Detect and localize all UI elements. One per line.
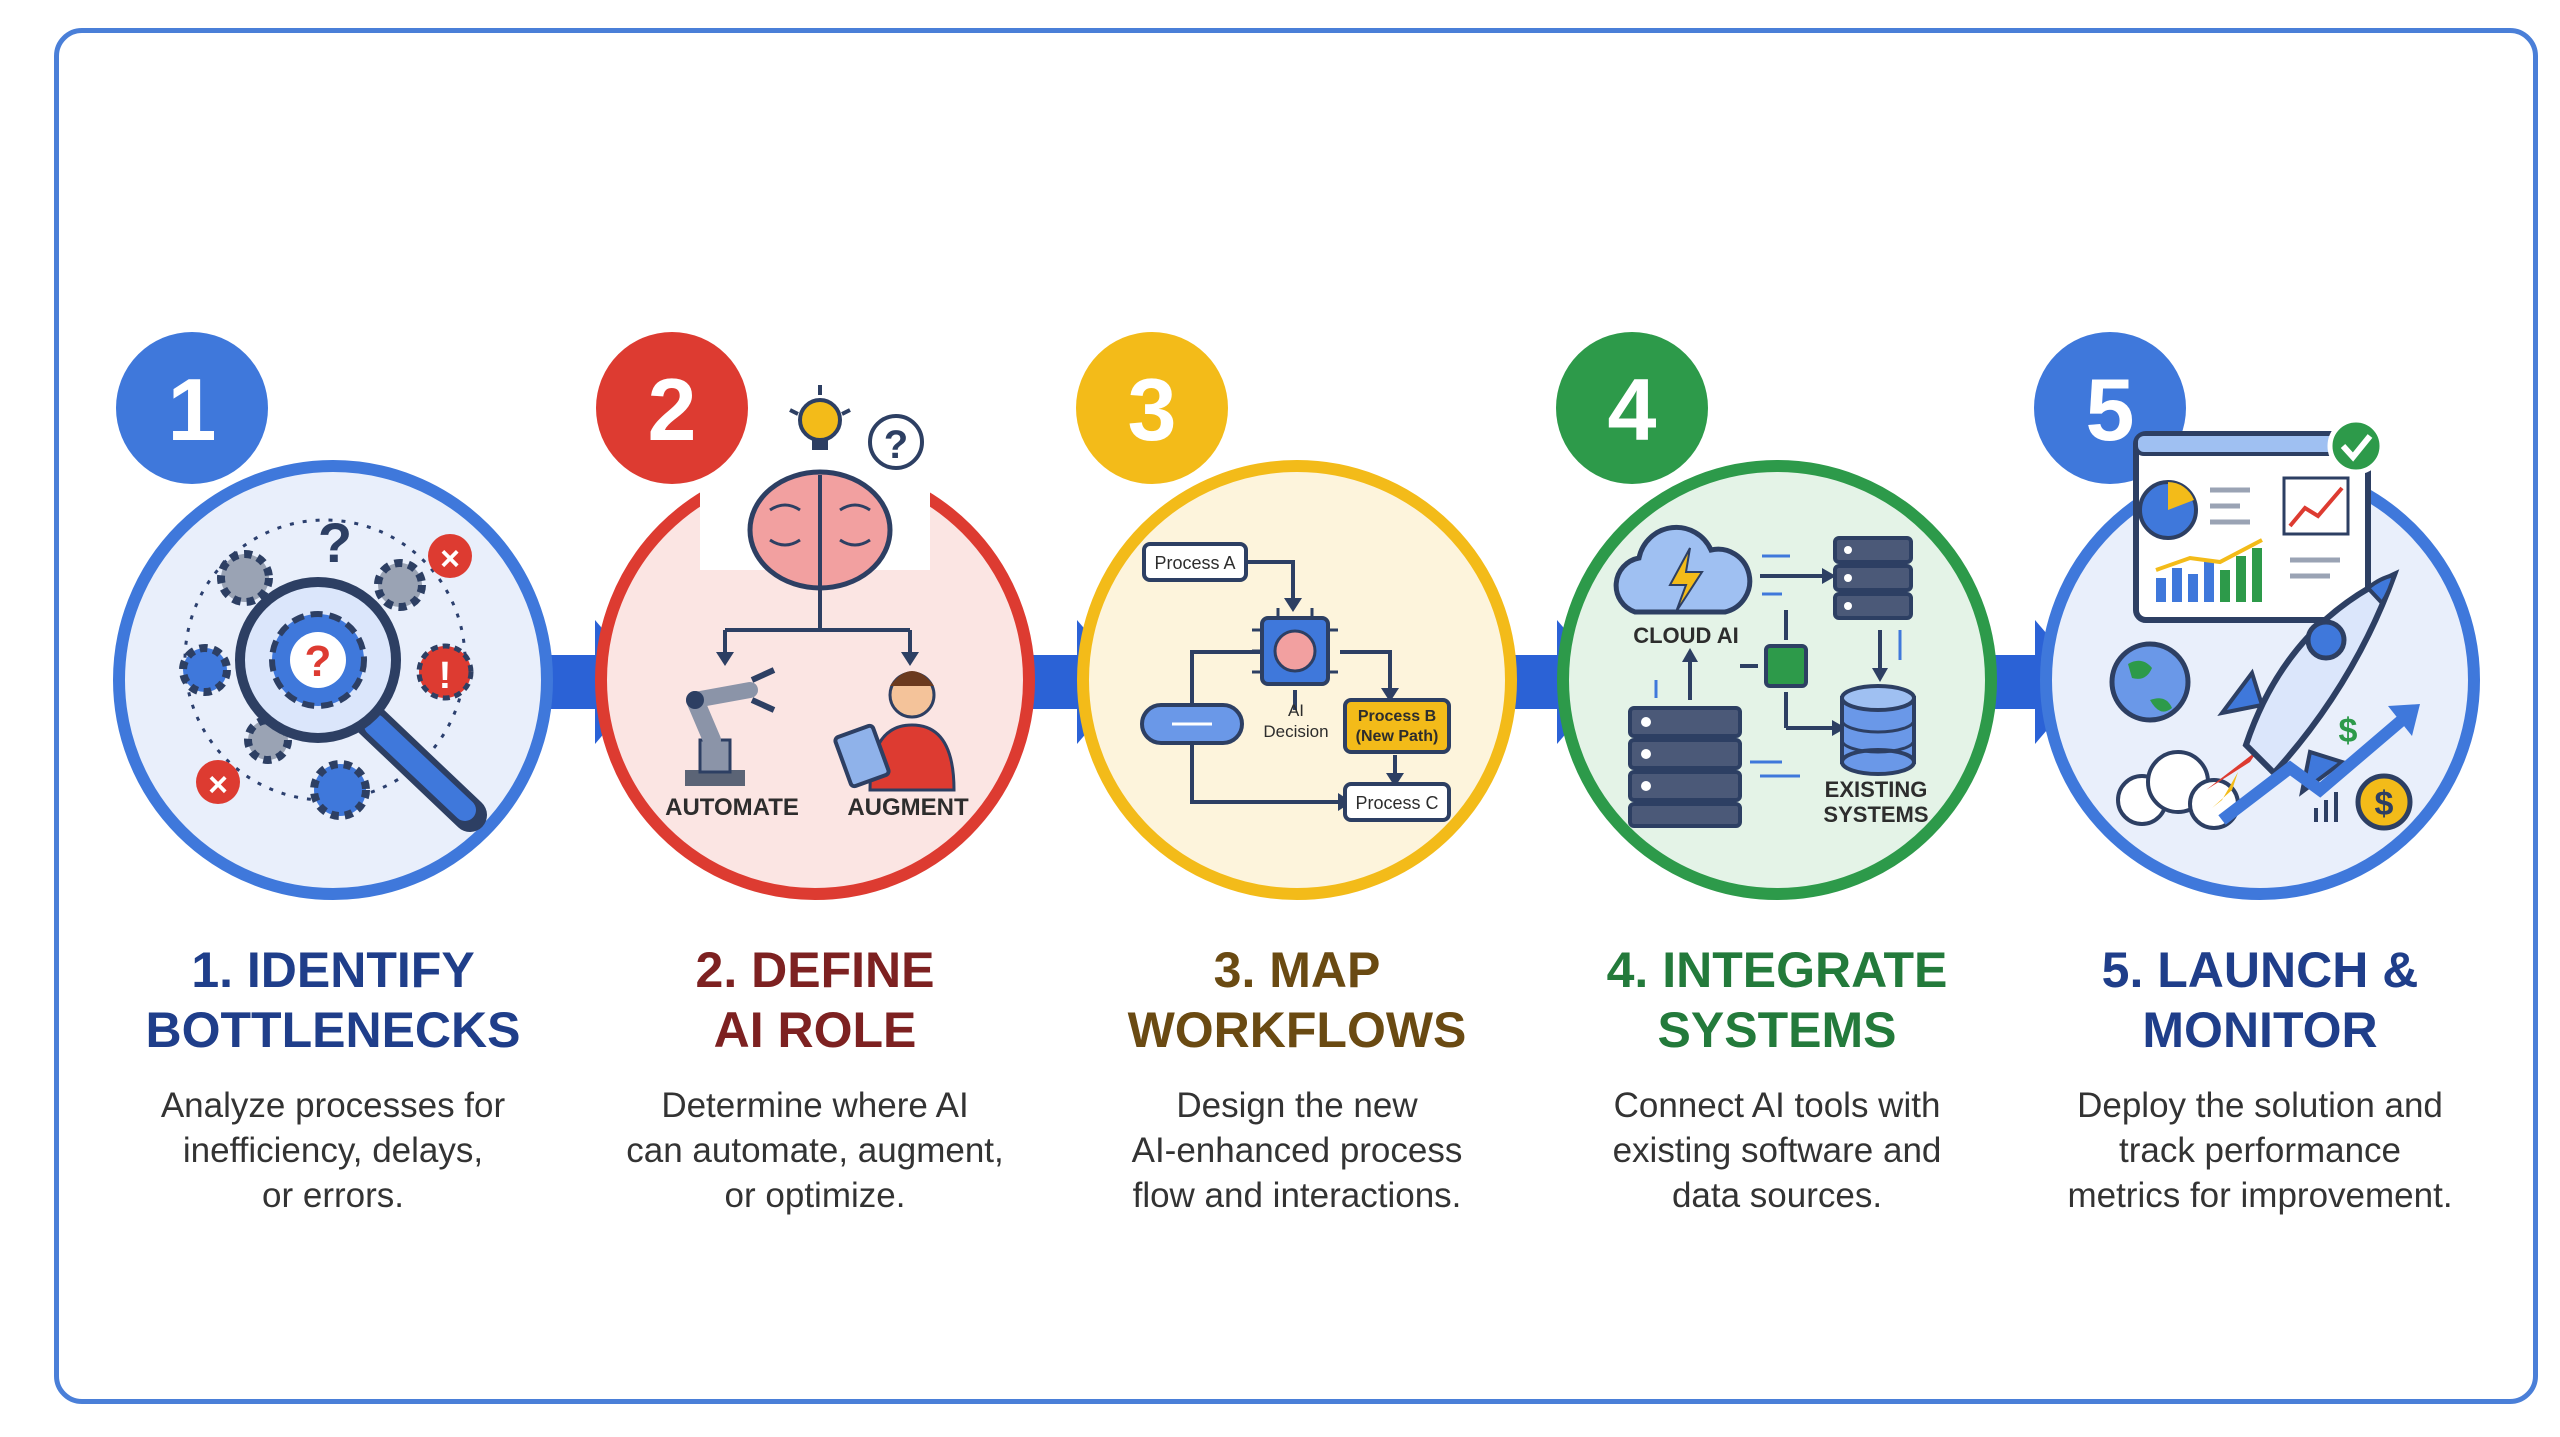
server-rack-icon [1628, 706, 1742, 828]
step-5: 5 [2034, 332, 2480, 900]
step-4-title: 4. INTEGRATE SYSTEMS [1517, 940, 2037, 1060]
step-2-title: 2. DEFINE AI ROLE [555, 940, 1075, 1060]
globe-icon [2109, 641, 2191, 723]
step-2-number: 2 [648, 360, 697, 459]
alert-icon: ! [416, 643, 474, 701]
step-5-number: 5 [2086, 360, 2135, 459]
step-5-title-line2: MONITOR [2142, 1002, 2378, 1058]
bar-ticks [2314, 792, 2338, 822]
dollar-icon: $ $ [2339, 712, 2413, 831]
step-2-title-line2: AI ROLE [713, 1002, 917, 1058]
svg-text:!: ! [439, 655, 452, 697]
server-icon [1833, 536, 1913, 620]
step-5-description: Deploy the solution and track performanc… [2000, 1083, 2520, 1218]
step-2: 2 ? [595, 332, 1035, 900]
svg-text:×: × [440, 540, 460, 578]
step-1-description: Analyze processes for inefficiency, dela… [73, 1083, 593, 1218]
step-4-description: Connect AI tools with existing software … [1517, 1083, 2037, 1218]
process-a-label: Process A [1154, 553, 1235, 573]
process-a-box [1142, 542, 1248, 582]
existing-label: EXISTING [1825, 777, 1928, 802]
svg-text:?: ? [305, 637, 332, 686]
growth-arrow-icon [2218, 704, 2420, 825]
brain-icon [747, 469, 893, 591]
step-1-badge [116, 332, 268, 484]
process-b-box [1343, 698, 1451, 754]
step-2-desc-line1: Determine where AI [661, 1086, 969, 1125]
process-c-box [1343, 782, 1451, 822]
cloud-ai-label: CLOUD AI [1633, 623, 1739, 648]
cloud-icon [1613, 524, 1753, 615]
svg-text:×: × [208, 766, 228, 804]
dashboard-icon [2133, 431, 2371, 623]
step-4-title-line2: SYSTEMS [1657, 1002, 1897, 1058]
step-5-desc-line3: metrics for improvement. [2067, 1176, 2453, 1215]
process-b-label: Process B [1358, 708, 1436, 725]
flowchart-icon: Process A AI Decision Process B (New Pat… [1140, 542, 1451, 822]
step-5-desc-line1: Deploy the solution and [2077, 1086, 2443, 1125]
automate-label: AUTOMATE [665, 794, 799, 821]
step-2-desc-line2: can automate, augment, [626, 1131, 1004, 1170]
step-4-badge [1556, 332, 1708, 484]
error-icon: × × [196, 534, 472, 804]
step-4-desc-line3: data sources. [1671, 1176, 1883, 1215]
robot-arm-icon [685, 667, 776, 786]
data-flow-dashes [1654, 554, 1902, 778]
step-3-title-line1: 3. MAP [1213, 942, 1381, 998]
step-1-desc-line2: inefficiency, delays, [182, 1131, 484, 1170]
step-3-title-line2: WORKFLOWS [1127, 1002, 1467, 1058]
gear-icon [179, 550, 426, 820]
check-icon [2327, 417, 2385, 475]
chip-icon [1764, 644, 1808, 688]
decision-label: Decision [1263, 722, 1328, 741]
augment-label: AUGMENT [847, 794, 969, 821]
svg-text:$: $ [2375, 785, 2394, 823]
step-1: 1 ? ? × × ! [113, 332, 553, 900]
step-4-number: 4 [1608, 360, 1657, 459]
step-5-title-line1: 5. LAUNCH & [2101, 942, 2419, 998]
step-1-title-line1: 1. IDENTIFY [191, 942, 475, 998]
step-5-desc-line2: track performance [2118, 1131, 2402, 1170]
magnifier-gear-icon: ? [235, 577, 487, 832]
step-4: 4 CLOUD AI [1556, 332, 1997, 900]
step-1-desc-line3: or errors. [262, 1176, 404, 1215]
step-3-title: 3. MAP WORKFLOWS [1037, 940, 1557, 1060]
connector-lines [1688, 574, 1882, 730]
process-c-label: Process C [1355, 793, 1438, 813]
step-2-desc-line3: or optimize. [724, 1176, 906, 1215]
step-2-description: Determine where AI can automate, augment… [555, 1083, 1075, 1218]
svg-text:?: ? [884, 423, 908, 467]
process-b-sublabel: (New Path) [1356, 728, 1439, 745]
step-1-desc-line1: Analyze processes for [160, 1086, 506, 1125]
question-mark-icon: ? [318, 511, 352, 574]
step-3-desc-line3: flow and interactions. [1132, 1176, 1462, 1215]
lightbulb-icon [789, 385, 851, 450]
question-bubble-icon: ? [868, 414, 924, 470]
step-4-desc-line2: existing software and [1612, 1131, 1942, 1170]
step-1-title: 1. IDENTIFY BOTTLENECKS [73, 940, 593, 1060]
person-tablet-icon [833, 671, 956, 792]
step-2-title-line1: 2. DEFINE [695, 942, 935, 998]
step-1-number: 1 [168, 360, 217, 459]
branch-connector [723, 590, 912, 655]
step-3-badge [1076, 332, 1228, 484]
systems-label: SYSTEMS [1823, 802, 1928, 827]
svg-text:$: $ [2339, 712, 2358, 750]
ai-label: AI [1288, 701, 1304, 720]
step-3-number: 3 [1128, 360, 1177, 459]
step-3-desc-line2: AI-enhanced process [1131, 1131, 1463, 1170]
step-5-title: 5. LAUNCH & MONITOR [2000, 940, 2520, 1060]
step-2-badge [596, 332, 748, 484]
database-icon [1840, 684, 1916, 776]
step-3: 3 Process A [1076, 332, 1517, 900]
step-3-desc-line1: Design the new [1176, 1086, 1418, 1125]
chip-icon [1252, 608, 1338, 686]
step-1-title-line2: BOTTLENECKS [145, 1002, 521, 1058]
step-4-title-line1: 4. INTEGRATE [1606, 942, 1948, 998]
step-4-desc-line1: Connect AI tools with [1613, 1086, 1941, 1125]
step-3-description: Design the new AI-enhanced process flow … [1037, 1083, 1557, 1218]
